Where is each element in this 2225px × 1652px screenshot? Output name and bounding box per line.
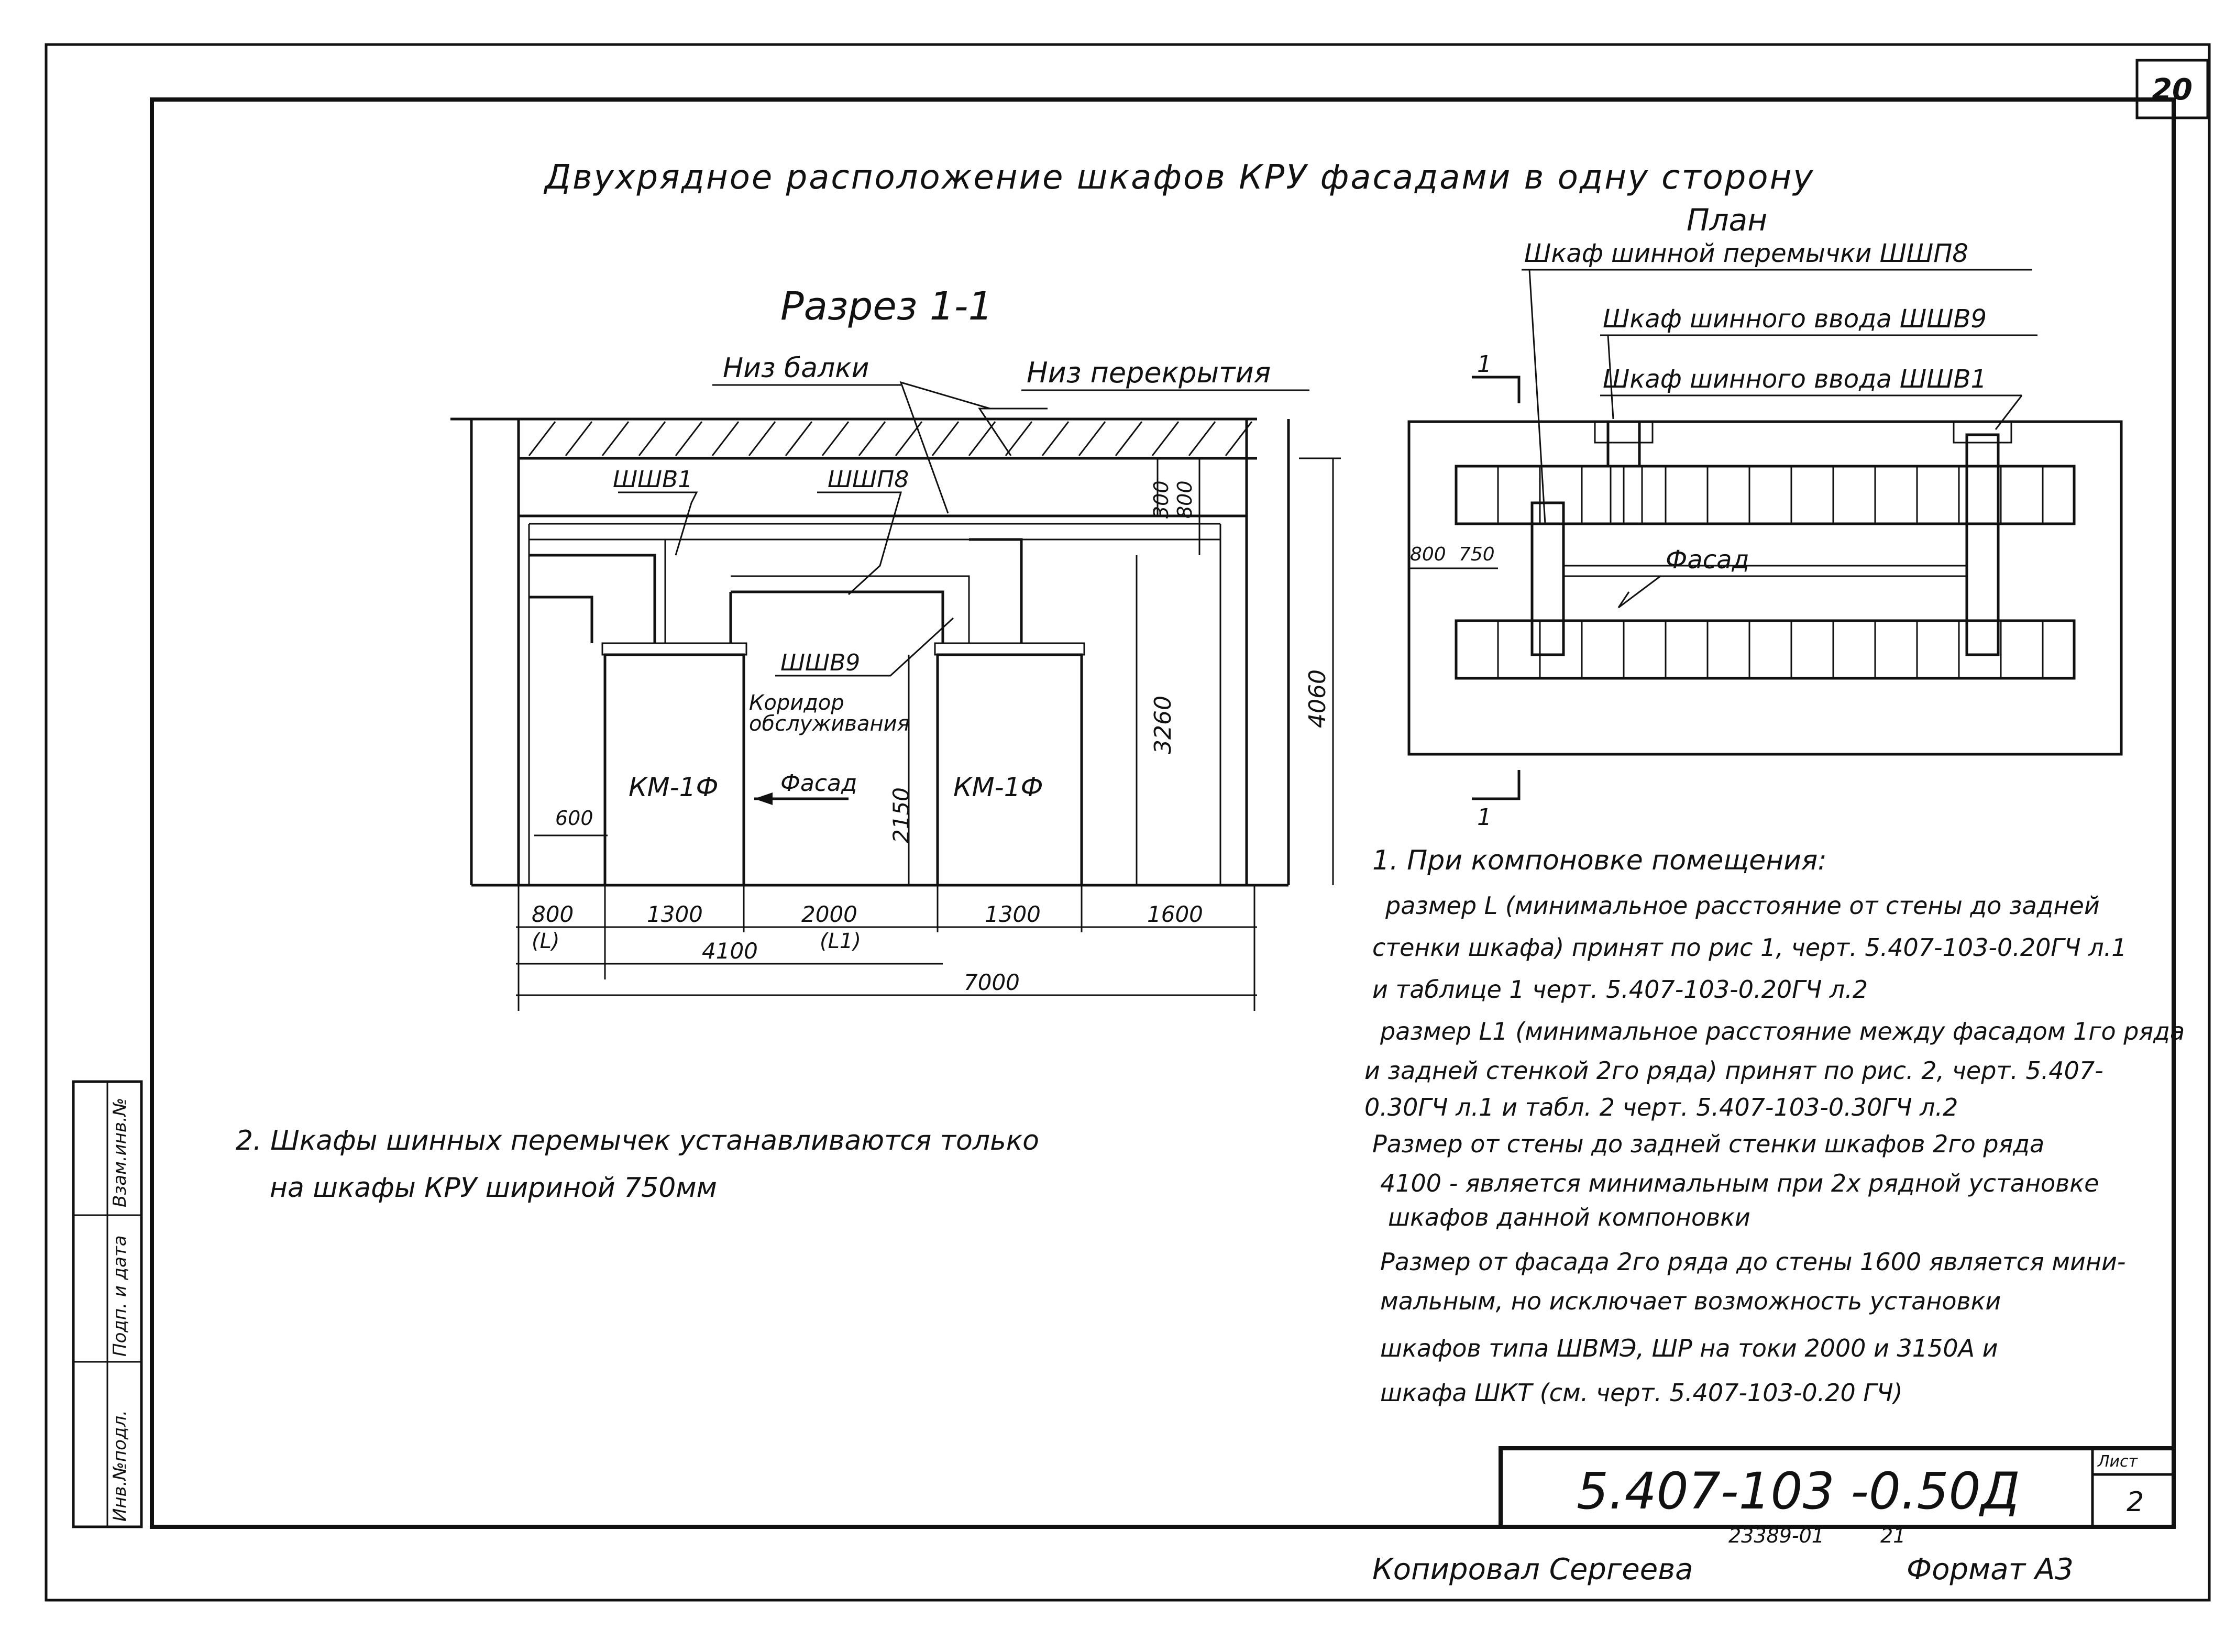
side-stamp: Взам.инв.№ Подп. и дата Инв.№подл. xyxy=(72,1080,143,1528)
note1-line-12: шкафов типа ШВМЭ, ШР на токи 2000 и 3150… xyxy=(1380,1334,1998,1362)
note1-line-5: и задней стенкой 2го ряда) принят по рис… xyxy=(1364,1056,2103,1085)
cabinet-km-left xyxy=(603,653,745,887)
label-corridor-1: Коридор xyxy=(749,691,844,715)
notes-1: 1. При компоновке помещения: размер L (м… xyxy=(1364,845,2185,1407)
note2-line-1: 2. Шкафы шинных перемычек устанавливаютс… xyxy=(236,1125,1039,1157)
note1-heading: 1. При компоновке помещения: xyxy=(1372,845,1827,876)
plan-label-shv1: Шкаф шинного ввода ШШВ1 xyxy=(1603,365,1987,394)
dim-7000: 7000 xyxy=(964,970,1020,995)
plan-label-facade: Фасад xyxy=(1666,545,1749,575)
label-beam-bottom: Низ балки xyxy=(723,353,869,384)
format: Формат А3 xyxy=(1907,1552,2074,1587)
plan-title: План xyxy=(1687,202,1767,238)
dim-4100: 4100 xyxy=(702,938,758,964)
note1-line-13: шкафа ШКТ (см. черт. 5.407-103-0.20 ГЧ) xyxy=(1380,1379,1903,1407)
stamp-inv-orig: Инв.№подл. xyxy=(109,1410,130,1522)
dim-800-top: 800 xyxy=(1173,480,1196,519)
note1-line-2: стенки шкафа) принят по рис 1, черт. 5.4… xyxy=(1372,933,2127,962)
inventory-number: 23389-01 xyxy=(1728,1524,1824,1547)
label-km-right: КМ-1Ф xyxy=(953,772,1043,802)
plan-dim-800: 800 xyxy=(1410,544,1446,565)
dim-2150: 2150 xyxy=(888,787,914,843)
plan-dim-750: 750 xyxy=(1459,544,1495,565)
section-title: Разрез 1-1 xyxy=(780,284,993,329)
note1-line-6: 0.30ГЧ л.1 и табл. 2 черт. 5.407-103-0.3… xyxy=(1364,1093,1958,1121)
main-title: Двухрядное расположение шкафов КРУ фасад… xyxy=(543,158,1814,197)
copied-by: Копировал Сергеева xyxy=(1372,1552,1693,1587)
label-shv9: ШШВ9 xyxy=(780,649,860,676)
note1-line-1: размер L (минимальное расстояние от стен… xyxy=(1385,891,2100,920)
note1-line-3: и таблице 1 черт. 5.407-103-0.20ГЧ л.2 xyxy=(1372,975,1868,1004)
label-km-left: КМ-1Ф xyxy=(629,772,719,802)
dim-4060: 4060 xyxy=(1304,669,1331,728)
dim-3260: 3260 xyxy=(1150,696,1176,754)
plan-label-shp8: Шкаф шинной перемычки ШШП8 xyxy=(1524,239,1968,268)
title-block: 5.407-103 -0.50Д Лист 2 23389-01 21 Копи… xyxy=(1372,1446,2176,1587)
dim-L1: (L1) xyxy=(820,929,861,953)
cut-mark-bottom: 1 xyxy=(1477,804,1492,831)
drawing-code: 5.407-103 -0.50Д xyxy=(1577,1462,2020,1521)
label-corridor-2: обслуживания xyxy=(749,712,910,736)
dim-1300-b: 1300 xyxy=(985,901,1041,927)
stamp-inv-replace: Взам.инв.№ xyxy=(109,1098,130,1207)
outer-frame xyxy=(45,43,2211,1602)
dim-300: 300 xyxy=(1150,480,1173,519)
note1-line-9: шкафов данной компоновки xyxy=(1388,1203,1750,1231)
section-1-1: Разрез 1-1 xyxy=(450,284,1341,1011)
plan-room xyxy=(1407,420,2123,756)
page-number: 21 xyxy=(1880,1524,1905,1547)
sheet-number: 20 xyxy=(2152,73,2193,107)
note1-line-7: Размер от стены до задней стенки шкафов … xyxy=(1372,1130,2044,1158)
label-shp8: ШШП8 xyxy=(828,466,909,493)
cabinet-km-right xyxy=(936,653,1083,887)
dim-1300-a: 1300 xyxy=(647,901,703,927)
dim-1600: 1600 xyxy=(1147,901,1203,927)
dim-L: (L) xyxy=(532,929,560,953)
note1-line-10: Размер от фасада 2го ряда до стены 1600 … xyxy=(1380,1248,2125,1276)
dim-2000: 2000 xyxy=(801,901,857,927)
cut-mark-top: 1 xyxy=(1477,351,1492,378)
plan-view: План Шкаф шинной перемычки ШШП8 Шкаф шин… xyxy=(1407,202,2123,831)
dim-800: 800 xyxy=(532,901,574,927)
sheet-label: Лист xyxy=(2097,1452,2139,1471)
note2-line-2: на шкафы КРУ шириной 750мм xyxy=(270,1172,717,1204)
label-facade-section: Фасад xyxy=(780,770,857,797)
note1-line-4: размер L1 (минимальное расстояние между … xyxy=(1380,1017,2185,1045)
label-ceiling-bottom: Низ перекрытия xyxy=(1027,356,1271,389)
note1-line-8: 4100 - является минимальным при 2х рядно… xyxy=(1380,1169,2099,1197)
plan-label-shv9: Шкаф шинного ввода ШШВ9 xyxy=(1603,304,1987,334)
label-shv1: ШШВ1 xyxy=(613,466,692,493)
notes-2: 2. Шкафы шинных перемычек устанавливаютс… xyxy=(236,1125,1039,1204)
sheet-number-box xyxy=(2135,59,2209,119)
stamp-sign-date: Подп. и дата xyxy=(109,1235,130,1357)
note1-line-11: мальным, но исключает возможность устано… xyxy=(1380,1287,2001,1315)
inner-frame xyxy=(150,97,2176,1529)
dim-600: 600 xyxy=(555,807,593,830)
sheet-value: 2 xyxy=(2127,1486,2144,1518)
